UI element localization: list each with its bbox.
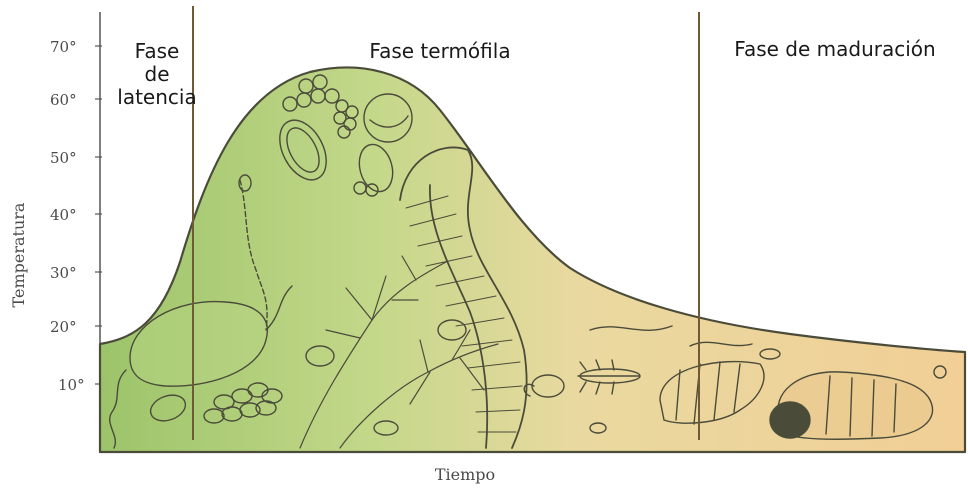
phase-label-latency: Fase de latencia [110,40,204,109]
tick-label-20: 20° [50,318,77,336]
phase-label-thermophilic: Fase termófila [340,40,540,63]
x-axis-title: Tiempo [435,465,495,484]
latency-line-1: Fase [110,40,204,63]
phase-label-maturation: Fase de maduración [710,38,960,61]
tick-label-50: 50° [50,149,77,167]
tick-label-10: 10° [58,376,85,394]
tick-label-70: 70° [50,38,77,56]
y-axis-ticks [95,46,102,384]
latency-line-3: latencia [110,86,204,109]
tick-label-40: 40° [50,206,77,224]
y-axis-title: Temperatura [9,202,28,307]
tick-label-60: 60° [50,91,77,109]
y-axis-tick-labels: 70° 60° 50° 40° 30° 20° 10° [50,38,85,394]
latency-line-2: de [110,63,204,86]
tick-label-30: 30° [50,264,77,282]
